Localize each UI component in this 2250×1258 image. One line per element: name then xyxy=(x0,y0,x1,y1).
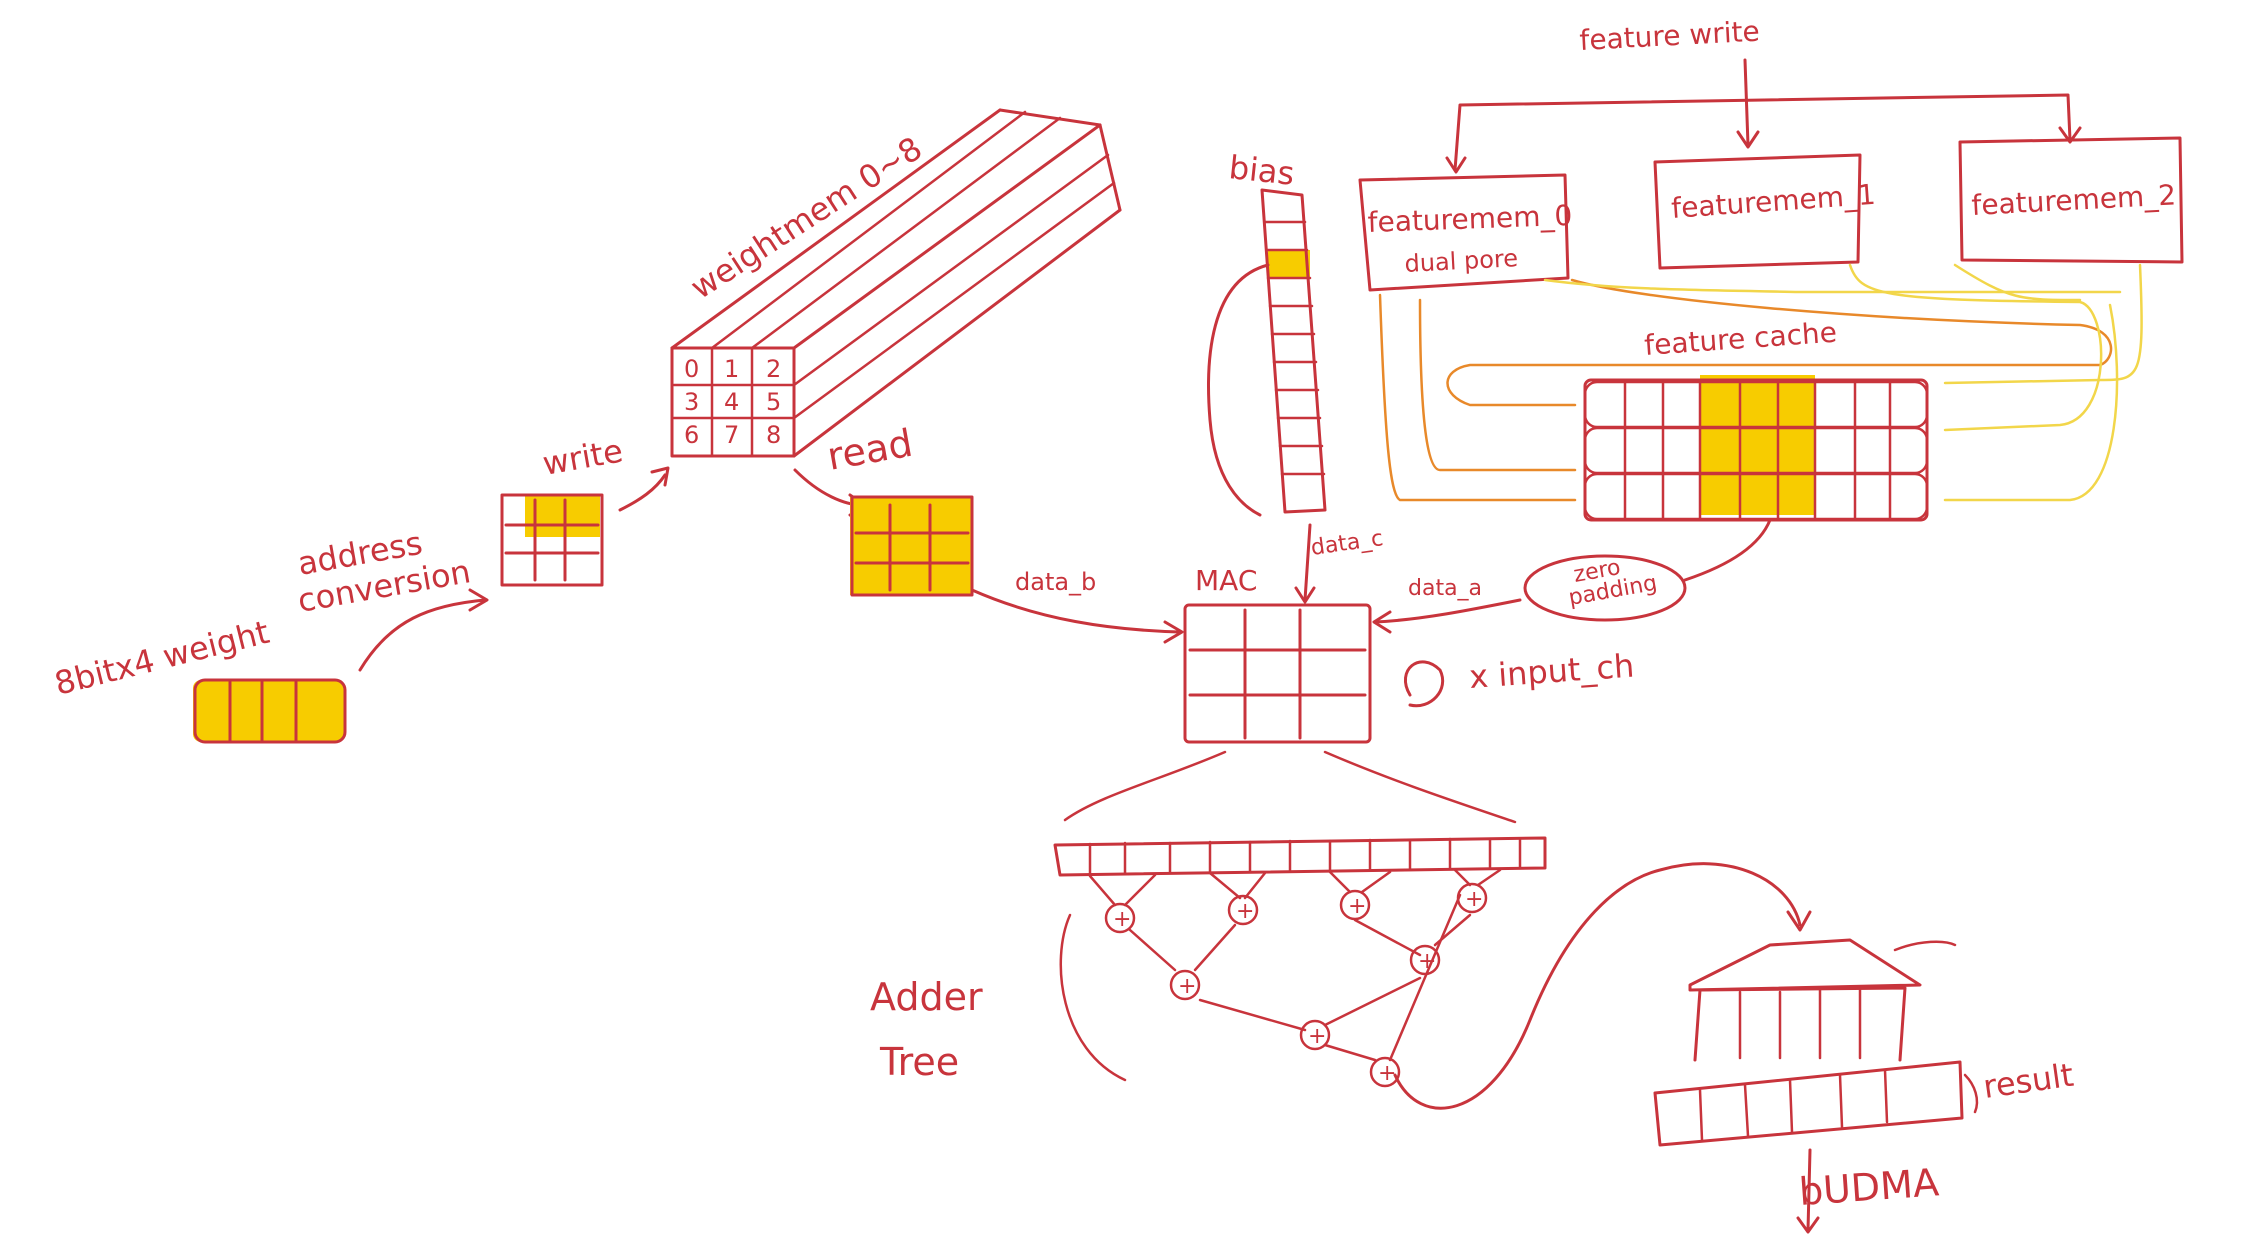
padding-to-mac-arrow xyxy=(1373,598,1522,624)
adder-symbol-7: + xyxy=(1308,1024,1326,1049)
weight-cell-6: 6 xyxy=(684,421,699,449)
featuremem-2-box xyxy=(1958,136,2184,264)
feature-write-label: feature write xyxy=(1579,15,1761,57)
weight-cell-0: 0 xyxy=(684,355,699,383)
read-grid xyxy=(850,495,974,597)
weight-cell-7: 7 xyxy=(724,421,739,449)
weight-cell-labels: 0 1 2 3 4 5 6 7 8 xyxy=(684,355,781,449)
weightmem-block xyxy=(670,108,1122,458)
dual-port-label: dual pore xyxy=(1404,244,1519,278)
adder-symbol-6: + xyxy=(1418,949,1436,974)
weight-cell-8: 8 xyxy=(766,421,781,449)
featuremem-2-label: featuremem_2 xyxy=(1971,178,2177,222)
weight-cell-2: 2 xyxy=(766,355,781,383)
data-c-label: data_c xyxy=(1309,526,1384,561)
mac-grid xyxy=(1183,603,1372,744)
result-label: result xyxy=(1981,1056,2076,1106)
read-label: read xyxy=(824,421,916,479)
adder-symbol-4: + xyxy=(1465,887,1483,912)
weight-cell-3: 3 xyxy=(684,388,699,416)
input-ch-label: x input_ch xyxy=(1468,647,1636,696)
bias-column xyxy=(1260,188,1327,514)
adder-symbol-5: + xyxy=(1178,974,1196,999)
weight-cell-4: 4 xyxy=(724,388,739,416)
adder-tree-label-2: Tree xyxy=(879,1040,959,1084)
feature-cache-block xyxy=(1583,375,1929,522)
adder-symbol-3: + xyxy=(1348,894,1366,919)
data-b-label: data_b xyxy=(1015,568,1096,596)
write-label: write xyxy=(540,431,626,482)
adder-tree-label-1: Adder xyxy=(870,975,983,1019)
result-house xyxy=(1653,938,1979,1147)
adder-symbol-1: + xyxy=(1113,907,1131,932)
featuremem-1-label: featuremem_1 xyxy=(1670,178,1876,225)
adder-symbol-8: + xyxy=(1378,1061,1396,1086)
adder-symbol-2: + xyxy=(1236,899,1254,924)
featuremem-0-label: featuremem_0 xyxy=(1367,199,1573,239)
mac-label: MAC xyxy=(1195,564,1257,597)
data-a-label: data_a xyxy=(1408,576,1482,601)
weight-input-block xyxy=(193,678,347,744)
accumulator-register xyxy=(1053,836,1547,877)
read-to-mac-arrow xyxy=(970,588,1182,634)
weight-cell-5: 5 xyxy=(766,388,781,416)
budma-label: bUDMA xyxy=(1798,1160,1941,1214)
weight-cell-1: 1 xyxy=(724,355,739,383)
zero-padding-ellipse xyxy=(1523,554,1687,622)
adder-tree: + + + + + + + + xyxy=(1088,868,1502,1088)
weight-to-address-arrow xyxy=(358,598,487,672)
featuremem-1-box xyxy=(1653,153,1862,270)
bias-label: bias xyxy=(1227,148,1296,193)
featuremem-0-box xyxy=(1358,173,1570,292)
featuremem-0-to-cache-lines xyxy=(1378,293,1577,502)
adder-to-result-arrow xyxy=(1393,862,1802,1110)
weightmem-label: weightmem 0~8 xyxy=(684,129,929,307)
write-grid xyxy=(500,493,604,587)
feature-cache-label: feature cache xyxy=(1643,316,1838,362)
